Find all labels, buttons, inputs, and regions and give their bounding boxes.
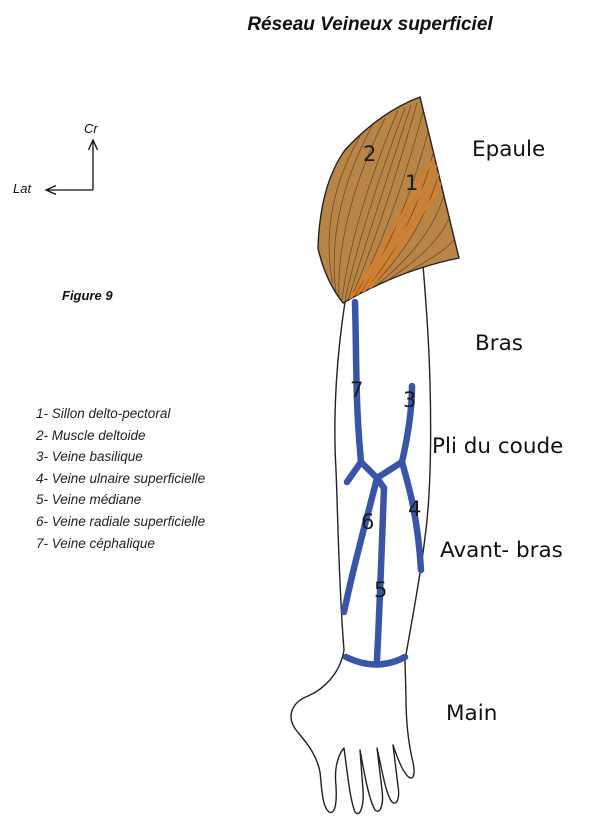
legend-item: 1- Sillon delto-pectoral [36,403,205,425]
region-label-pli-du-coude: Pli du coude [432,434,563,459]
legend-item: 3- Veine basilique [36,446,205,468]
legend-item: 4- Veine ulnaire superficielle [36,468,205,490]
label-number-6: 6 [361,510,374,534]
deltoid-muscle [318,97,459,303]
legend-item: 6- Veine radiale superficielle [36,511,205,533]
label-number-3: 3 [403,388,416,412]
label-number-4: 4 [408,497,421,521]
legend-list: 1- Sillon delto-pectoral 2- Muscle delto… [36,403,205,554]
label-number-5: 5 [374,578,387,602]
legend-item: 7- Veine céphalique [36,533,205,555]
label-number-2: 2 [363,142,376,166]
region-label-bras: Bras [475,331,523,356]
region-label-avant-bras: Avant- bras [440,538,563,563]
legend-item: 5- Veine médiane [36,489,205,511]
region-label-epaule: Epaule [472,137,545,162]
legend-item: 2- Muscle deltoide [36,425,205,447]
region-label-main: Main [446,701,497,726]
label-number-1: 1 [405,171,418,195]
label-number-7: 7 [350,378,363,402]
